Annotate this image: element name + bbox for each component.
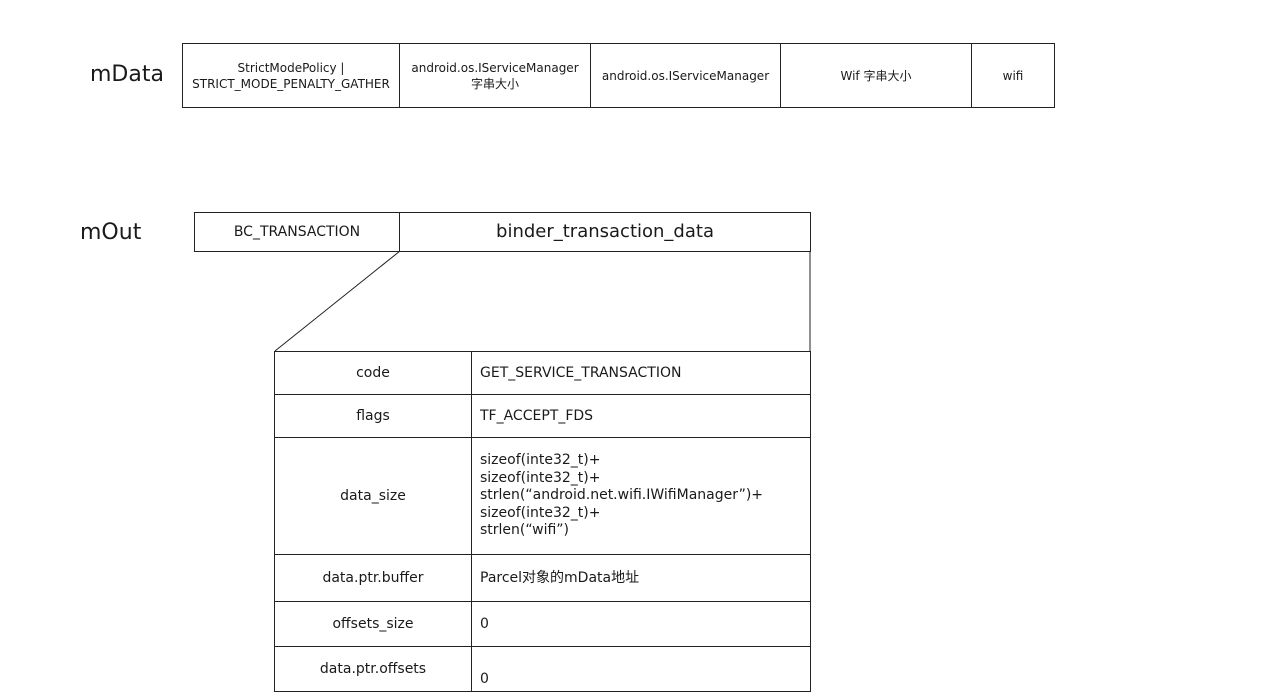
field-name-offsets-size: offsets_size xyxy=(274,601,472,647)
field-value-flags: TF_ACCEPT_FDS xyxy=(471,394,811,438)
mout-cmd-cell: BC_TRANSACTION xyxy=(194,212,400,252)
mdata-cell-policy: StrictModePolicy | STRICT_MODE_PENALTY_G… xyxy=(182,43,400,108)
field-name-data-ptr-offsets: data.ptr.offsets xyxy=(274,646,472,692)
mout-label: mOut xyxy=(80,220,142,245)
field-value-data-size: sizeof(inte32_t)+ sizeof(inte32_t)+ strl… xyxy=(471,437,811,555)
mdata-label: mData xyxy=(90,62,164,87)
mout-payload-cell: binder_transaction_data xyxy=(399,212,811,252)
field-value-data-ptr-buffer: Parcel对象的mData地址 xyxy=(471,554,811,602)
mdata-cell-interface-size: android.os.IServiceManager 字串大小 xyxy=(399,43,591,108)
field-name-data-size: data_size xyxy=(274,437,472,555)
field-name-flags: flags xyxy=(274,394,472,438)
field-value-offsets-size: 0 xyxy=(471,601,811,647)
field-value-code: GET_SERVICE_TRANSACTION xyxy=(471,351,811,395)
field-value-data-ptr-offsets: 0 xyxy=(471,646,811,692)
mdata-cell-name: wifi xyxy=(971,43,1055,108)
field-name-code: code xyxy=(274,351,472,395)
field-name-data-ptr-buffer: data.ptr.buffer xyxy=(274,554,472,602)
mdata-cell-name-size: Wif 字串大小 xyxy=(780,43,972,108)
mdata-cell-interface: android.os.IServiceManager xyxy=(590,43,781,108)
